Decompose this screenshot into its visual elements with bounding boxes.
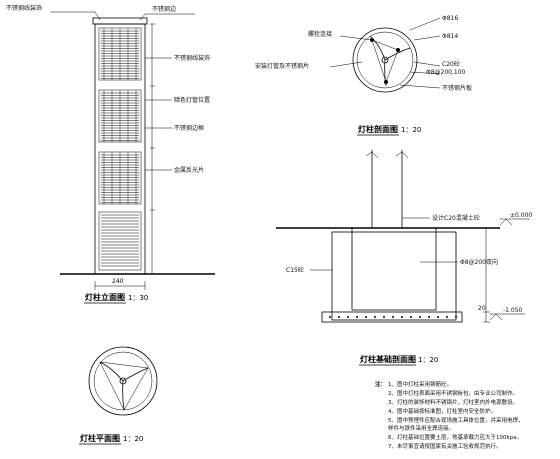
- foundation-scale: 1：20: [418, 356, 438, 364]
- note-5: 5、图中预埋件应配合现场施工具体位置，并采用电焊，: [388, 416, 524, 424]
- callout-lamp-position: 暗色灯管位置: [174, 96, 210, 104]
- callout-rebar-814: Φ814: [442, 33, 458, 40]
- column-elevation-scale: 1：30: [128, 294, 148, 302]
- section-outer-circle: [352, 27, 418, 93]
- plan-inner-circle: [93, 351, 153, 411]
- section-star: [371, 39, 399, 83]
- elevation-marker-top: [499, 218, 513, 226]
- foundation-title: 灯柱基础剖面图: [360, 354, 416, 364]
- note-6: 样件与铁件采用全焊连接。: [388, 424, 454, 432]
- note-1: 1、图中灯柱采用钢筋砼。: [388, 380, 452, 388]
- width-dim-label: 240: [112, 278, 124, 285]
- foundation-section: 设计C20混凝土砼 ±0.000 Φ8@200双向 C15砼 -1.050 20…: [276, 150, 532, 366]
- callout-stainless-edge: 不锈钢边: [152, 5, 176, 13]
- note-2: 2、图中灯柱表面采用不锈钢板包，由专业公司制作。: [388, 389, 518, 397]
- column-plan-title: 灯柱平面图: [80, 433, 120, 443]
- callout-c20-fill: 设计C20混凝土砼: [432, 214, 480, 222]
- callout-stirrups: Φ8@200,100: [426, 69, 466, 76]
- callout-c20-concrete: C20砼: [442, 60, 460, 68]
- column-section-scale: 1：20: [401, 126, 421, 134]
- foundation-pit: [331, 231, 457, 321]
- callout-stainless-frame: 不锈钢边框: [174, 124, 204, 132]
- note-4: 4、图中基础按标准图，灯柱室内安全防护。: [388, 407, 496, 415]
- callout-metal-reflector: 金属反光片: [174, 166, 204, 174]
- section-inner-circle: [356, 31, 414, 89]
- foundation-base: [321, 311, 463, 323]
- note-3: 3、灯柱的装饰材料不锈钢片，灯柱室内外电源敷设。: [388, 398, 518, 406]
- column-plan-scale: 1：20: [123, 435, 143, 443]
- plan-outer-circle: [88, 346, 158, 416]
- callout-stainless-sheet: 不锈钢片板: [442, 84, 472, 92]
- base-rebar-dots: [329, 316, 457, 318]
- callout-stainless-trim-top: 不锈钢线装饰: [6, 4, 42, 12]
- callout-install-lamp: 安装灯管及不锈钢片: [255, 62, 309, 70]
- plan-tri-star: [99, 361, 149, 411]
- callout-rebar-816: Φ816: [442, 15, 458, 22]
- elevation-marker-bottom: [489, 313, 503, 321]
- column-section: 螺栓连接 Φ816 Φ814 C20砼 Φ8@200,100 安装灯管及不锈钢片…: [255, 15, 472, 136]
- base-thickness-dim: 20: [478, 305, 486, 312]
- callout-rebar-mesh: Φ8@200双向: [460, 258, 498, 266]
- notes-block: 注： 1、图中灯柱采用钢筋砼。 2、图中灯柱表面采用不锈钢板包，由专业公司制作。…: [375, 380, 524, 450]
- note-8: 7、未尽事宜请按国家有关施工验收规范执行。: [388, 442, 502, 450]
- column-panels: [98, 27, 142, 271]
- elevation-zero: ±0.000: [510, 212, 532, 219]
- column-cap: [92, 17, 148, 25]
- note-7: 6、灯柱基础位置要土层，地基承载力应大于100kpa。: [388, 433, 522, 441]
- notes-heading: 注：: [375, 380, 386, 388]
- section-tri-arms: [369, 35, 411, 87]
- callout-bolt-connection: 螺栓连接: [308, 30, 332, 38]
- elevation-bottom: -1.050: [503, 307, 523, 314]
- foundation-concrete: [351, 227, 437, 311]
- callout-c15-concrete: C15砼: [286, 266, 304, 274]
- column-elevation-title: 灯柱立面图: [85, 292, 125, 302]
- column-elevation: 240 不锈钢线装饰 不锈钢边 不锈钢线装饰 暗色灯管位置 不锈钢边框 金属反光…: [6, 4, 215, 304]
- column-panel: [98, 211, 142, 271]
- column-plan: 灯柱平面图 1：20: [79, 346, 158, 445]
- callout-stainless-trim: 不锈钢线装饰: [174, 54, 210, 62]
- column-section-title: 灯柱剖面图: [358, 124, 398, 134]
